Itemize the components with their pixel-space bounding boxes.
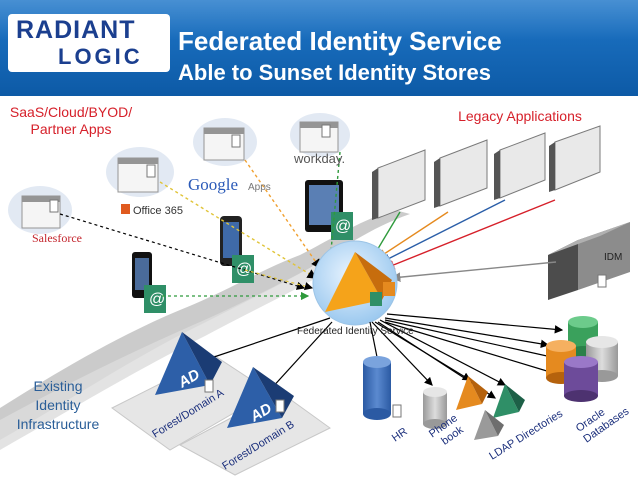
connector-icon bbox=[204, 274, 607, 418]
ldap-directory-icon bbox=[456, 376, 488, 410]
legacy-app-screen-icon bbox=[372, 149, 426, 220]
cloud-boundary-band bbox=[0, 210, 410, 440]
saas-web-app-icon bbox=[8, 186, 72, 234]
legacy-app-screen-icon bbox=[434, 139, 488, 208]
ldap-directory-icon bbox=[474, 410, 504, 440]
legacy-app-screen-icon bbox=[549, 125, 601, 192]
google-label: Google bbox=[188, 175, 238, 194]
saas-label: SaaS/Cloud/BYOD/ Partner Apps bbox=[9, 104, 133, 137]
ad-forest-a-icon bbox=[155, 332, 222, 395]
page-subtitle: Able to Sunset Identity Stores bbox=[178, 60, 491, 85]
federated-identity-service-hub bbox=[312, 240, 398, 326]
saas-web-app-icon bbox=[290, 113, 350, 157]
office-logo-icon bbox=[121, 204, 130, 214]
workday-label: workday. bbox=[293, 151, 345, 166]
cloud-boundary-band-light bbox=[0, 258, 345, 450]
legacy-app-screen-icon bbox=[494, 132, 546, 200]
svg-text:@: @ bbox=[335, 218, 351, 235]
federated-service-label: Federated Identity Service bbox=[297, 326, 414, 337]
connector-icon bbox=[49, 124, 331, 213]
idm-box bbox=[548, 222, 630, 300]
logo-text-top: RADIANT bbox=[16, 16, 136, 44]
phone-book-database-icon bbox=[423, 387, 447, 429]
email-icon: @ bbox=[331, 212, 353, 240]
legacy-label: Legacy Applications bbox=[458, 108, 582, 124]
page-title: Federated Identity Service bbox=[178, 26, 502, 56]
salesforce-label: Salesforce bbox=[32, 231, 82, 245]
oracle-label: Oracle Databases bbox=[574, 405, 632, 445]
oracle-database-icon bbox=[564, 356, 598, 402]
logo-text-bottom: LOGIC bbox=[58, 44, 143, 69]
radiant-logic-logo bbox=[8, 14, 170, 72]
smartphone-icon bbox=[220, 216, 242, 266]
saas-web-app-icon bbox=[106, 147, 174, 197]
saas-web-app-icon bbox=[193, 118, 257, 166]
existing-infrastructure-label: Existing Identity Infrastructure bbox=[16, 378, 100, 432]
email-icon: @ bbox=[144, 285, 166, 313]
svg-text:@: @ bbox=[149, 291, 165, 308]
ldap-directory-icon bbox=[493, 384, 525, 418]
office365-label: Office 365 bbox=[133, 205, 183, 217]
idm-label: IDM bbox=[604, 252, 622, 263]
google-apps-label: Apps bbox=[248, 182, 271, 193]
email-icon: @ bbox=[232, 255, 254, 283]
hr-label: HR bbox=[390, 425, 410, 444]
hr-database-icon bbox=[363, 356, 391, 420]
